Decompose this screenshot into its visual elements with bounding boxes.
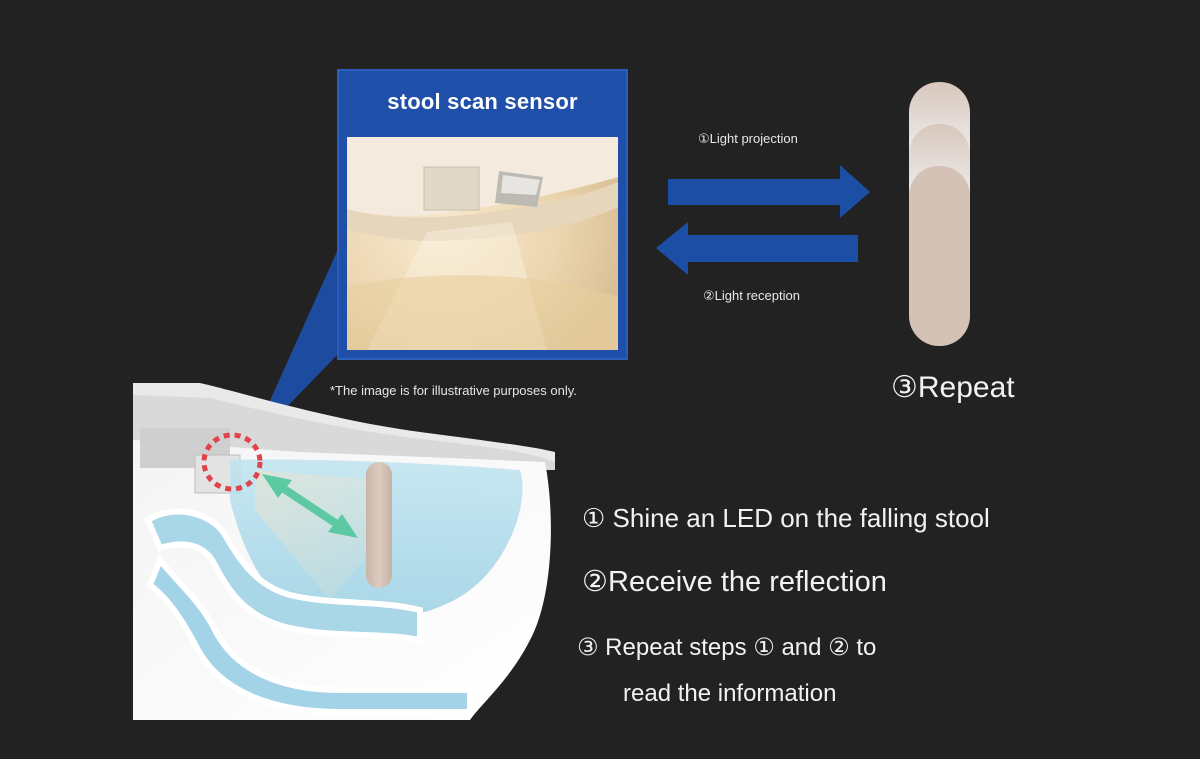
- stool-repeat-3: [909, 166, 970, 346]
- light-arrows: [656, 165, 870, 275]
- disclaimer-note: *The image is for illustrative purposes …: [330, 383, 577, 398]
- sensor-title: stool scan sensor: [387, 89, 578, 114]
- light-reception-label: ②Light reception: [703, 288, 800, 303]
- repeat-label: ③Repeat: [891, 371, 1015, 404]
- step-2-text: ②Receive the reflection: [582, 566, 887, 598]
- sensor-photo-image: [347, 137, 618, 350]
- sensor-photo: [347, 137, 618, 350]
- step-3-text-line1: ③ Repeat steps ① and ② to: [577, 634, 877, 661]
- sensor-highlight-circle: [201, 432, 263, 492]
- light-projection-label: ①Light projection: [698, 131, 798, 146]
- stool-small: [366, 462, 392, 588]
- step-1-text: ① Shine an LED on the falling stool: [582, 503, 990, 533]
- zoom-callout-beam: [250, 245, 340, 445]
- repeat-stool-illustration: [909, 82, 970, 346]
- toilet-body: [133, 383, 555, 720]
- double-arrow-green: [262, 474, 358, 538]
- reception-arrow: [656, 222, 858, 275]
- sensor-panel: stool scan sensor: [337, 69, 628, 360]
- step-3-text-line2: read the information: [623, 680, 837, 707]
- projection-arrow: [668, 165, 870, 218]
